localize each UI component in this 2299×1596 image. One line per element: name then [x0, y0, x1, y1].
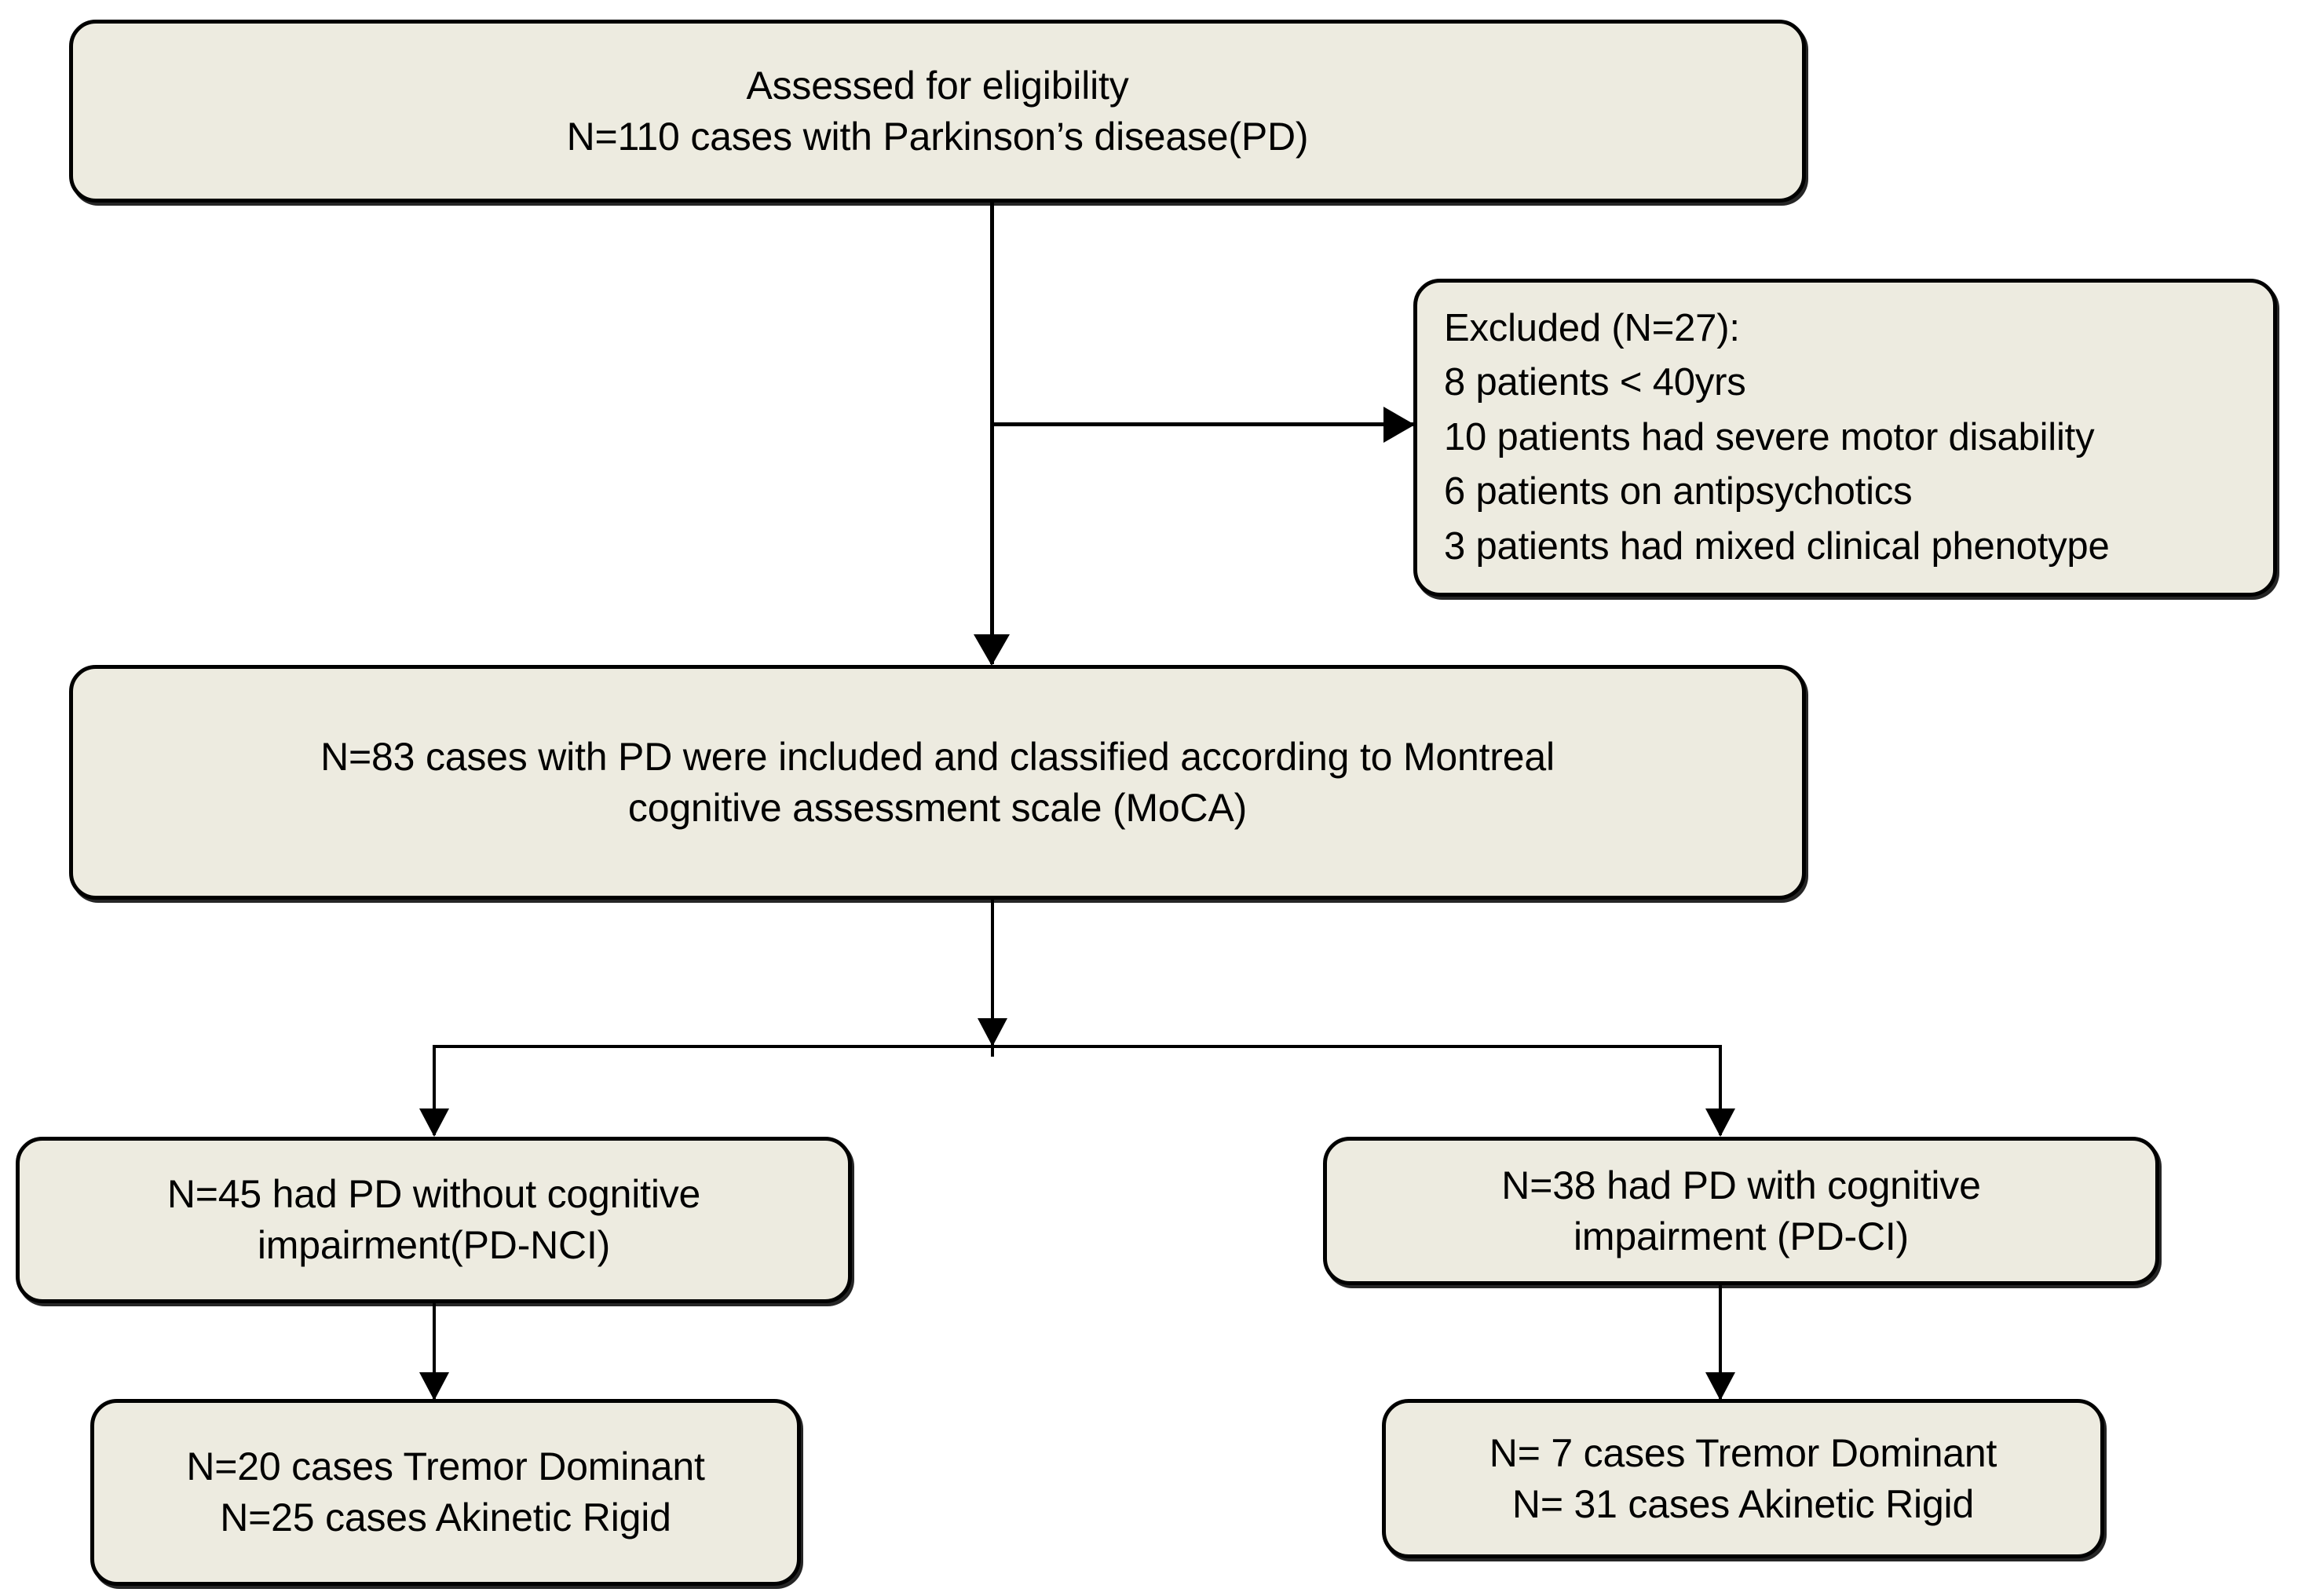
excluded-line-2: 8 patients < 40yrs: [1444, 361, 1746, 404]
node-included-classified: N=83 cases with PD were included and cla…: [69, 665, 1806, 900]
arrowhead-pd-ci-subtypes: [1705, 1372, 1735, 1401]
connector-assessed-to-included: [990, 203, 994, 664]
arrowhead-excluded: [1383, 407, 1415, 443]
pdnci-line-2: impairment(PD-NCI): [257, 1223, 611, 1267]
assessed-line-1: Assessed for eligibility: [746, 63, 1129, 108]
excluded-line-3: 10 patients had severe motor disability: [1444, 415, 2095, 458]
nci-sub-line-2: N=25 cases Akinetic Rigid: [220, 1496, 671, 1539]
arrowhead-pd-nci: [419, 1108, 449, 1137]
included-line-1: N=83 cases with PD were included and cla…: [320, 734, 1555, 779]
connector-fork-to-pd-ci: [1719, 1045, 1722, 1135]
connector-pd-nci-to-subtypes: [433, 1303, 436, 1401]
excluded-line-4: 6 patients on antipsychotics: [1444, 470, 1913, 513]
arrowhead-pd-nci-subtypes: [419, 1372, 449, 1401]
nci-sub-line-1: N=20 cases Tremor Dominant: [186, 1444, 705, 1488]
connector-trunk-to-excluded: [990, 422, 1413, 426]
node-pd-ci-subtypes: N= 7 cases Tremor Dominant N= 31 cases A…: [1382, 1399, 2104, 1558]
excluded-line-5: 3 patients had mixed clinical phenotype: [1444, 524, 2110, 568]
node-pd-nci: N=45 had PD without cognitive impairment…: [16, 1137, 852, 1303]
pdnci-line-1: N=45 had PD without cognitive: [166, 1172, 701, 1216]
arrowhead-pd-ci: [1705, 1108, 1735, 1137]
node-pd-ci: N=38 had PD with cognitive impairment (P…: [1323, 1137, 2159, 1285]
connector-pd-ci-to-subtypes: [1719, 1285, 1722, 1401]
node-excluded: Excluded (N=27): 8 patients < 40yrs 10 p…: [1413, 279, 2277, 597]
pdci-line-2: impairment (PD-CI): [1573, 1214, 1909, 1258]
pdci-line-1: N=38 had PD with cognitive: [1501, 1163, 1981, 1207]
ci-sub-line-1: N= 7 cases Tremor Dominant: [1489, 1430, 1997, 1475]
node-pd-nci-subtypes: N=20 cases Tremor Dominant N=25 cases Ak…: [90, 1399, 801, 1586]
arrowhead-fork: [978, 1018, 1007, 1046]
ci-sub-line-2: N= 31 cases Akinetic Rigid: [1511, 1481, 1975, 1526]
arrowhead-included: [974, 634, 1010, 666]
connector-fork-bar: [433, 1045, 1722, 1048]
node-assessed-for-eligibility: Assessed for eligibility N=110 cases wit…: [69, 20, 1806, 203]
connector-included-to-fork: [991, 900, 994, 1057]
included-line-2: cognitive assessment scale (MoCA): [627, 785, 1248, 830]
connector-fork-to-pd-nci: [433, 1045, 436, 1135]
assessed-line-2: N=110 cases with Parkinson’s disease(PD): [566, 114, 1309, 159]
excluded-line-1: Excluded (N=27):: [1444, 306, 1740, 349]
